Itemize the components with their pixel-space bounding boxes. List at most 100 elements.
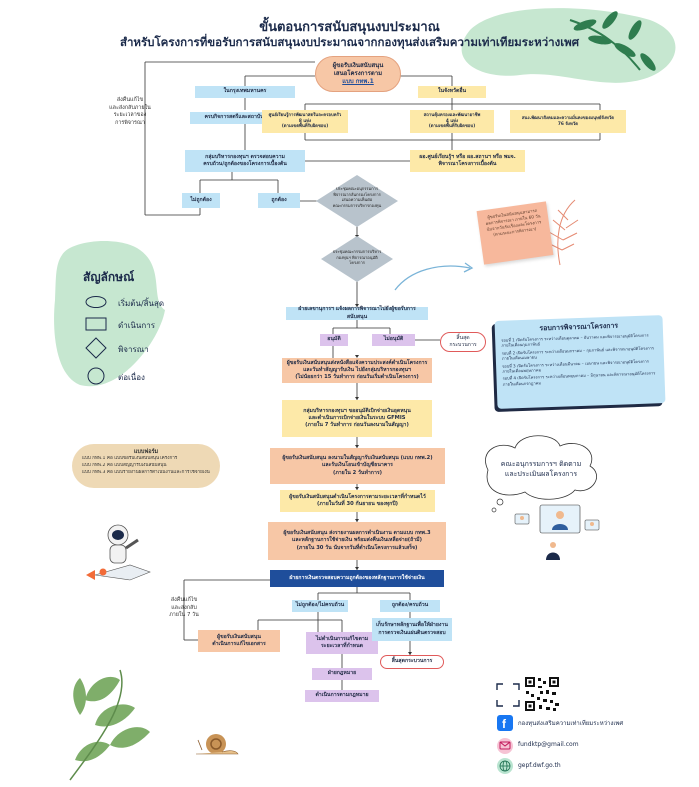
diamond-2-l3: โครงการ	[349, 260, 365, 266]
welfare-l1: สถานคุ้มครองและพัฒนาอาชีพ	[423, 112, 481, 118]
legal-action: ดำเนินการตามกฎหมาย	[305, 690, 379, 702]
fund-group-l1: กลุ่มบริหารกองทุนฯ ตรวจสอบความ	[205, 153, 285, 160]
applicant-start-l2: เสนอโครงการตาม	[333, 69, 383, 77]
diamond-1-text: ประชุมคณะอนุกรรมการ พิจารณากลั่นกรองโครง…	[322, 186, 392, 208]
facebook-icon	[497, 715, 513, 731]
step-sign-l3: (ไม่น้อยกว่า 15 วันทำการ ก่อนวันเริ่มดำเ…	[295, 374, 419, 381]
arrow-doodle	[394, 265, 471, 291]
end-1-l1: สิ้นสุด	[456, 334, 470, 341]
qr-code-icon	[524, 676, 560, 712]
not-done-l2: ระยะเวลาที่กำหนด	[321, 643, 363, 649]
archive-evidence: เก็บรักษาหลักฐานเพื่อให้ฝ่ายงาน การตรวจเ…	[372, 618, 452, 641]
step-implement-l2: (ภายในวันที่ 30 กันยายน ของทุกปี)	[317, 501, 398, 507]
pmo-l1: สนง.พัฒนาสังคมและความมั่นคงของมนุษย์จังห…	[521, 115, 615, 121]
bangkok-label: ในกรุงเทพมหานคร	[195, 86, 295, 98]
svg-text:f: f	[502, 717, 507, 731]
diamond-2-l2: กองทุนฯ พิจารณาอนุมัติ	[336, 254, 378, 260]
thought-l1: คณะอนุกรรมการฯ ติดตาม	[500, 460, 582, 468]
step-gfmis: กลุ่มบริหารกองทุนฯ ขออนุมัติเบิกจ่ายเงิน…	[282, 400, 432, 437]
not-approved-label: ไม่อนุมัติ	[372, 334, 415, 346]
end-process-2: สิ้นสุดกระบวนการ	[380, 655, 444, 669]
diamond-2-l1: ประชุมคณะกรรมการบริหาร	[332, 249, 382, 254]
legend-connector: ต่อเนื่อง	[118, 373, 145, 382]
legend-rect-icon	[85, 317, 107, 331]
return-note-1-l2: และส่งกลับภายใน	[109, 104, 151, 111]
incorrect-label-2: ไม่ถูกต้อง/ไม่ครบถ้วน	[292, 600, 348, 612]
step-gfmis-l3: (ภายใน 7 วันทำการ ก่อนวันลงนามในสัญญา)	[305, 422, 409, 428]
correct-label-2: ถูกต้อง/ครบถ้วน	[380, 600, 440, 612]
form-3: แบบ กทพ.3 คือ แบบรายงานผลการดำเนินงานและ…	[82, 469, 210, 475]
return-note-1-l4: การพิจารณา	[115, 119, 145, 126]
email-label[interactable]: fundktp@gmail.com	[518, 741, 579, 748]
mint-blob-left	[54, 240, 166, 387]
return-note-2-l3: ภายใน 7 วัน	[169, 612, 199, 619]
form-2: แบบ กทพ.2 คือ แบบสัญญารับเงินสนับสนุน	[82, 462, 167, 468]
step-contract-l2: และรับเงินโอนเข้าบัญชีธนาคาร	[322, 462, 393, 469]
pmo-box: สนง.พัฒนาสังคมและความมั่นคงของมนุษย์จังห…	[510, 110, 626, 133]
return-note-2-l2: และส่งกลับ	[171, 604, 197, 611]
legend-diamond-icon	[85, 337, 107, 359]
facebook-label[interactable]: กองทุนส่งเสริมความเท่าเทียมระหว่างเพศ	[518, 720, 624, 727]
page-title: ขั้นตอนการสนับสนุนงบประมาณ	[259, 20, 440, 35]
snail-illustration	[196, 734, 239, 755]
return-note-1-l3: ระยะเวลาของ	[113, 112, 147, 119]
step-sign-l1: ผู้ขอรับเงินสนับสนุนส่งหนังสือแจ้งความปร…	[286, 359, 428, 366]
step-final-l1: ผู้ขอรับเงินสนับสนุน ส่งรายงานผลการดำเนิ…	[283, 530, 431, 537]
incorrect-label-1: ไม่ถูกต้อง	[182, 193, 220, 208]
end-process-1: สิ้นสุด กระบวนการ	[440, 332, 486, 352]
fix-l2: ดำเนินการแก้ไขเอกสาร	[212, 641, 266, 647]
leaf-bottom-left	[73, 676, 150, 762]
scan-frame-icon	[496, 683, 520, 707]
legend-process: ดำเนินการ	[118, 321, 155, 330]
thought-l2: และประเมินผลโครงการ	[504, 469, 578, 478]
website-label[interactable]: gepf.dwf.go.th	[518, 762, 561, 769]
applicant-start-l1: ผู้ขอรับเงินสนับสนุน	[332, 61, 384, 69]
fix-l1: ผู้ขอรับเงินสนับสนุน	[217, 633, 261, 640]
return-note-1-l1: ส่งคืนแก้ไข	[116, 97, 144, 103]
step-contract: ผู้ขอรับเงินสนับสนุน ลงนามในสัญญารับเงิน…	[270, 448, 445, 484]
step-final-l3: (ภายใน 30 วัน นับจากวันที่ดำเนินโครงการแ…	[296, 544, 418, 551]
website-icon	[497, 758, 513, 774]
archive-l2: การตรวจเงินแผ่นดินตรวจสอบ	[378, 629, 446, 636]
pmo-l2: 76 จังหวัด	[557, 121, 579, 127]
diamond-1-l2: พิจารณากลั่นกรองโครงการ	[333, 191, 381, 197]
leaf-bottom-left-stem	[69, 669, 123, 781]
director-l1: ผอ.ศูนย์เรียนรู้ฯ หรือ ผอ.สถานฯ หรือ พมจ…	[419, 153, 516, 160]
leaf-top-right-fronds	[573, 11, 656, 71]
not-done-on-time: ไม่ดำเนินการแก้ไขตาม ระยะเวลาที่กำหนด	[306, 632, 378, 654]
decision-diamond-1	[316, 175, 398, 227]
legend-oval-icon	[85, 296, 107, 308]
fund-group-check: กลุ่มบริหารกองทุนฯ ตรวจสอบความ ครบถ้วน/ถ…	[185, 150, 305, 172]
fund-group-l2: ครบถ้วน/ถูกต้องของโครงการเบื้องต้น	[203, 161, 287, 167]
step-implement: ผู้ขอรับเงินสนับสนุนดำเนินโครงการตามระยะ…	[280, 490, 435, 512]
step-sign-l2: และวันทำสัญญารับเงิน ไปยังกลุ่มบริหารกอง…	[303, 367, 411, 373]
diamond-2-text: ประชุมคณะกรรมการบริหาร กองทุนฯ พิจารณาอน…	[327, 249, 387, 266]
center-l1: ศูนย์เรียนรู้การพัฒนาสตรีและครอบครัว	[268, 112, 342, 118]
step-contract-l3: (ภายใน 2 วันทำการ)	[332, 469, 383, 476]
forms-box: แบบฟอร์ม แบบ กทพ.1 คือ แบบขอรับเงินสนับส…	[72, 444, 220, 488]
coral-leaf-right	[548, 199, 579, 266]
center-box: ศูนย์เรียนรู้การพัฒนาสตรีและครอบครัว 8 แ…	[262, 110, 348, 133]
legend-title: สัญลักษณ์	[83, 270, 135, 284]
legal-dept: ฝ่ายกฎหมาย	[312, 668, 372, 680]
form-1: แบบ กทพ.1 คือ แบบขอรับเงินสนับสนุนโครงกา…	[82, 456, 178, 461]
return-note-2-l1: ส่งคืนแก้ไข	[170, 597, 198, 603]
welfare-l3: (ตามเขตพื้นที่รับผิดชอบ)	[428, 124, 476, 130]
legend-decision: พิจารณา	[118, 345, 149, 354]
province-label: ในจังหวัดอื่น	[418, 86, 486, 98]
applicant-start: ผู้ขอรับเงินสนับสนุน เสนอโครงการตาม แบบ …	[315, 56, 401, 92]
legend-circle-icon	[87, 367, 105, 385]
not-done-l1: ไม่ดำเนินการแก้ไขตาม	[315, 635, 369, 642]
step-implement-l1: ผู้ขอรับเงินสนับสนุนดำเนินโครงการตามระยะ…	[289, 493, 426, 500]
decision-diamond-2	[321, 236, 393, 282]
diamond-1-l1: ประชุมคณะอนุกรรมการ	[335, 186, 379, 191]
center-l2: 8 แห่ง	[298, 118, 312, 124]
step-sign-request: ผู้ขอรับเงินสนับสนุนส่งหนังสือแจ้งความปร…	[282, 358, 432, 383]
step-contract-l1: ผู้ขอรับเงินสนับสนุน ลงนามในสัญญารับเงิน…	[282, 455, 433, 462]
